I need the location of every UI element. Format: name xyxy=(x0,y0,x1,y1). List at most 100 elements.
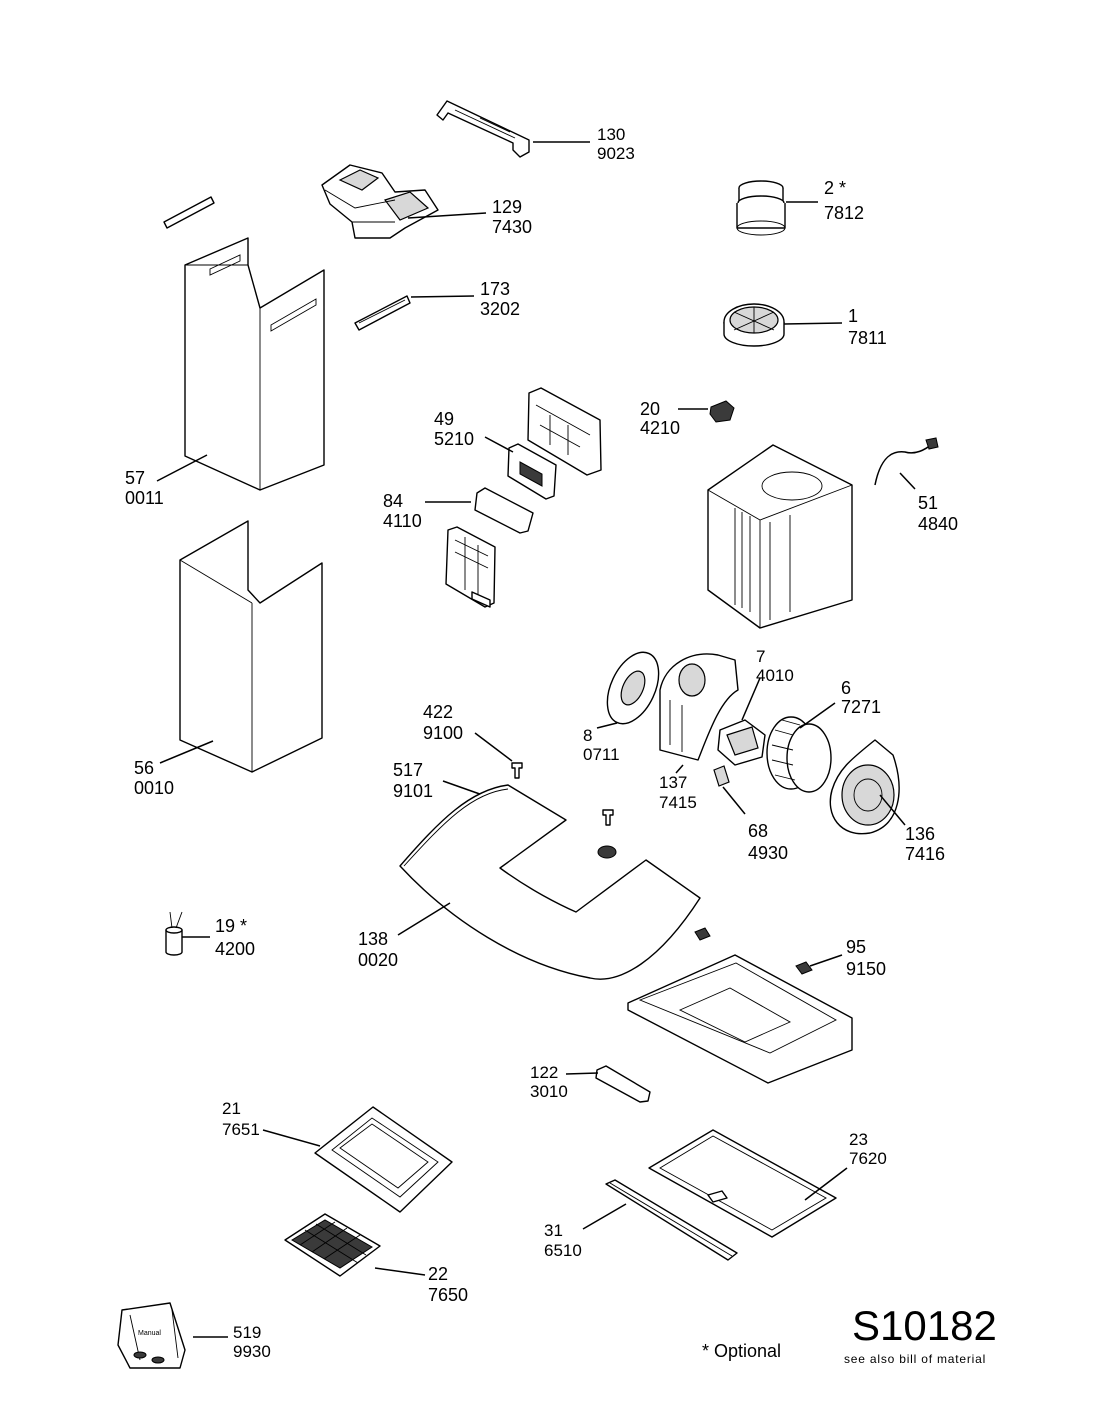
part-95-knob xyxy=(694,927,843,975)
part-code: 4930 xyxy=(748,843,788,863)
part-number: 51 xyxy=(918,493,938,513)
optional-note: * Optional xyxy=(702,1341,782,1361)
part-code: 9101 xyxy=(393,781,433,801)
part-code: 9150 xyxy=(846,959,886,979)
part-68-clip xyxy=(713,765,746,815)
label-57: 57 0011 xyxy=(125,468,164,508)
part-code: 7415 xyxy=(659,793,697,812)
label-22: 22 7650 xyxy=(428,1264,468,1305)
part-130-bracket xyxy=(436,100,590,158)
part-number: 19 * xyxy=(215,916,247,936)
label-8: 8 0711 xyxy=(583,726,620,764)
part-code: 0011 xyxy=(125,488,164,508)
part-number: 31 xyxy=(544,1221,563,1240)
part-code: 6510 xyxy=(544,1241,582,1260)
part-23-grease-filter xyxy=(648,1129,848,1238)
label-7: 7 4010 xyxy=(756,647,794,685)
part-49-control-board xyxy=(484,387,602,500)
label-20: 20 4210 xyxy=(640,399,680,438)
label-19: 19 * 4200 xyxy=(215,916,255,959)
part-31-trim xyxy=(582,1179,738,1261)
label-122: 122 3010 xyxy=(530,1063,568,1101)
see-also-note: see also bill of material xyxy=(844,1352,987,1366)
part-code: 7271 xyxy=(841,697,881,717)
label-31: 31 6510 xyxy=(544,1221,582,1260)
label-137: 137 7415 xyxy=(659,773,697,812)
part-number: 517 xyxy=(393,760,423,780)
label-6: 6 7271 xyxy=(841,678,881,717)
label-95: 95 9150 xyxy=(846,937,886,979)
part-20-connector xyxy=(678,400,735,423)
part-number: 21 xyxy=(222,1099,241,1118)
label-21: 21 7651 xyxy=(222,1099,260,1139)
part-code: 7620 xyxy=(849,1149,887,1168)
label-1: 1 7811 xyxy=(848,306,887,348)
part-number: 519 xyxy=(233,1323,261,1342)
label-56: 56 0010 xyxy=(134,758,174,798)
part-number: 1 xyxy=(848,306,858,326)
part-code: 7430 xyxy=(492,217,532,237)
part-code: 4840 xyxy=(918,514,958,534)
part-number: 136 xyxy=(905,824,935,844)
part-code: 7650 xyxy=(428,1285,468,1305)
part-number: 22 xyxy=(428,1264,448,1284)
part-code: 9023 xyxy=(597,144,635,163)
label-422: 422 9100 xyxy=(423,702,463,743)
part-22-carbon-filter xyxy=(284,1213,426,1277)
part-number: 95 xyxy=(846,937,866,957)
label-130: 130 9023 xyxy=(597,125,635,163)
part-code: 9930 xyxy=(233,1342,271,1361)
part-129-diffuser xyxy=(321,164,487,239)
part-number: 122 xyxy=(530,1063,558,1082)
label-138: 138 0020 xyxy=(358,929,398,970)
part-number: 130 xyxy=(597,125,625,144)
part-57-upper-chimney xyxy=(156,237,325,491)
part-code: 7811 xyxy=(848,328,887,348)
manual-bag-text: Manual xyxy=(138,1330,161,1337)
part-19-capacitor xyxy=(165,911,210,956)
part-122-switch xyxy=(565,1065,651,1103)
part-code: 4010 xyxy=(756,666,794,685)
part-code: 0010 xyxy=(134,778,174,798)
part-code: 9100 xyxy=(423,723,463,743)
label-519: 519 9930 xyxy=(233,1323,271,1361)
label-23: 23 7620 xyxy=(849,1130,887,1168)
part-51-cable xyxy=(874,437,939,490)
part-number: 7 xyxy=(756,647,765,666)
part-173-gasket xyxy=(163,196,475,331)
part-number: 422 xyxy=(423,702,453,722)
hood-body xyxy=(627,954,853,1084)
part-code: 7651 xyxy=(222,1120,260,1139)
part-2-flange xyxy=(736,180,818,236)
part-code: 4110 xyxy=(383,511,422,531)
label-84: 84 4110 xyxy=(383,491,422,531)
part-code: 5210 xyxy=(434,429,474,449)
motor-housing-box xyxy=(707,444,853,629)
label-49: 49 5210 xyxy=(434,409,474,449)
part-number: 2 * xyxy=(824,178,846,198)
part-code: 4200 xyxy=(215,939,255,959)
part-84-panel xyxy=(425,487,534,608)
part-code: 0020 xyxy=(358,950,398,970)
part-137-scroll xyxy=(659,653,739,774)
part-code: 0711 xyxy=(583,745,620,764)
part-56-lower-chimney xyxy=(159,520,323,773)
part-6-impeller xyxy=(766,702,836,793)
drawing-code: S10182 xyxy=(852,1302,997,1349)
label-517: 517 9101 xyxy=(393,760,433,801)
part-422-screw xyxy=(474,732,614,826)
part-1-valve xyxy=(723,303,843,347)
part-number: 129 xyxy=(492,197,522,217)
label-129: 129 7430 xyxy=(492,197,532,237)
label-136: 136 7416 xyxy=(905,824,945,864)
label-2: 2 * 7812 xyxy=(824,178,864,223)
part-number: 6 xyxy=(841,678,851,698)
part-code: 3010 xyxy=(530,1082,568,1101)
label-68: 68 4930 xyxy=(748,821,788,863)
part-number: 49 xyxy=(434,409,454,429)
part-number: 138 xyxy=(358,929,388,949)
part-138-glass-canopy xyxy=(397,784,701,980)
part-21-filter-frame xyxy=(262,1106,453,1213)
part-number: 57 xyxy=(125,468,145,488)
